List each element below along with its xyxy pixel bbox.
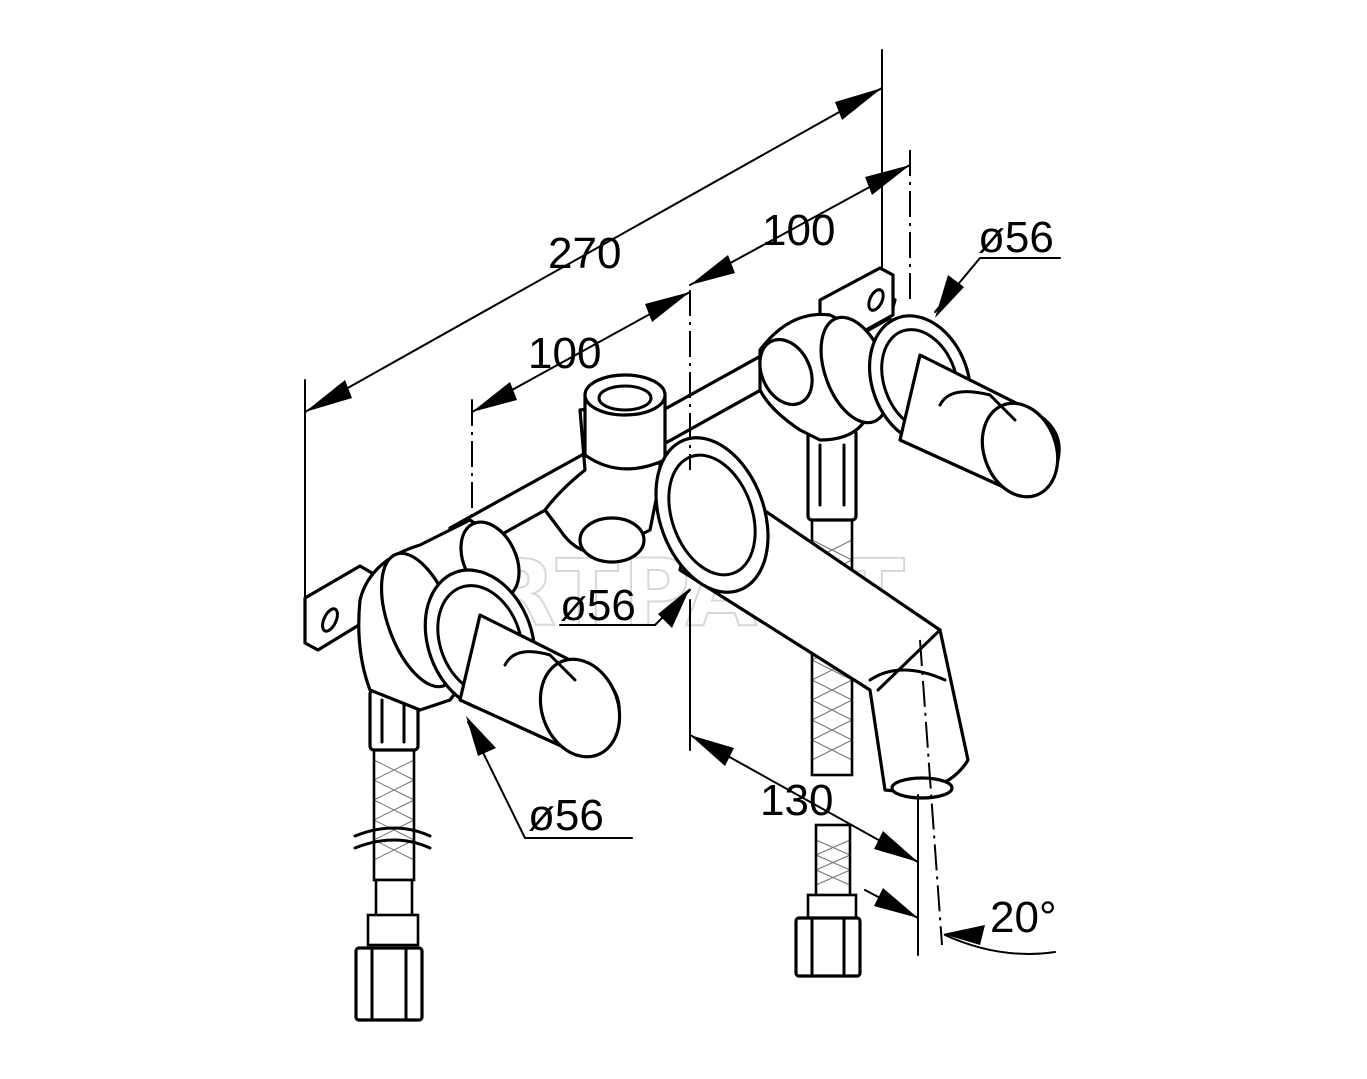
- dim-rosette-center: ø56: [560, 581, 636, 630]
- right-valve: [758, 312, 1061, 499]
- dim-spacing-right: 100: [762, 206, 835, 255]
- dim-rosette-right: ø56: [978, 213, 1054, 262]
- dim-rosette-left: ø56: [528, 791, 604, 840]
- dim-spout-angle: 20°: [990, 893, 1057, 942]
- spout: [654, 436, 970, 800]
- left-hose: [353, 688, 432, 1022]
- center-body: [543, 373, 667, 564]
- dim-spout-projection: 130: [760, 776, 833, 825]
- left-valve: [357, 518, 622, 759]
- dim-spacing-left: 100: [528, 329, 601, 378]
- dim-overall-width: 270: [548, 229, 621, 278]
- right-hose: [794, 428, 862, 978]
